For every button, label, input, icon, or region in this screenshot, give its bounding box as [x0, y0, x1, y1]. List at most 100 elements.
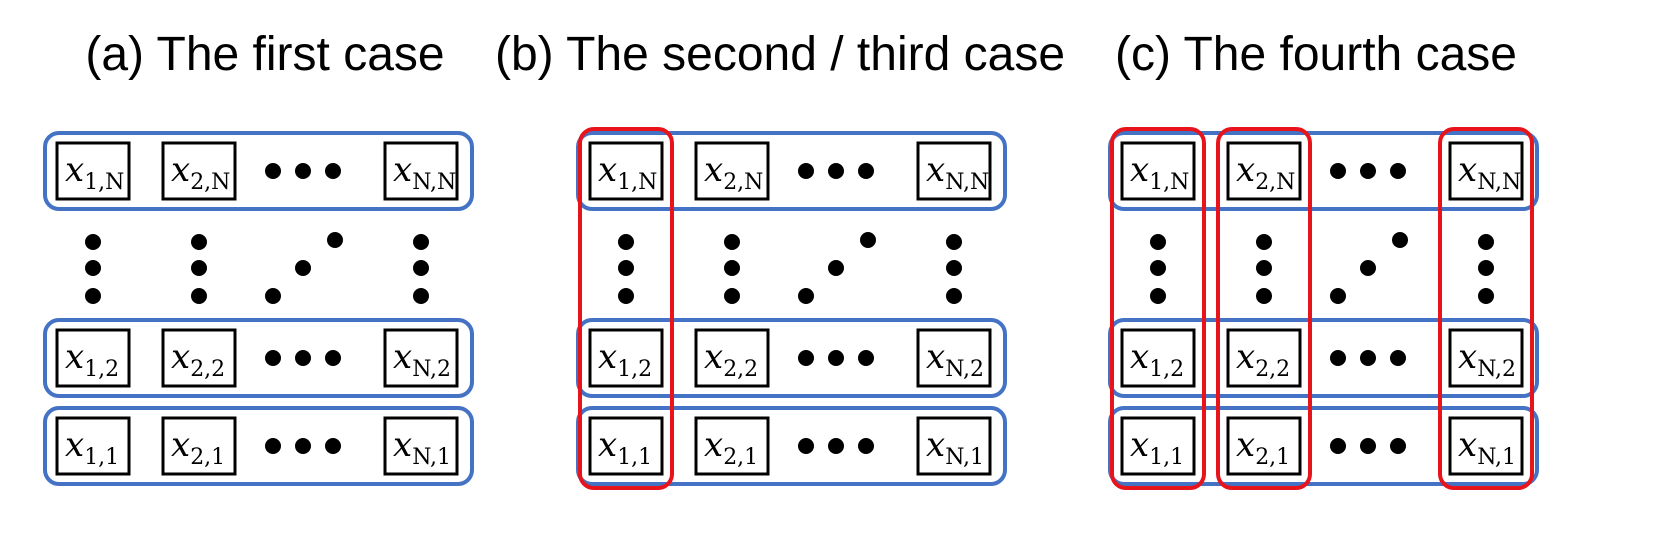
- svg-text:xN,1: xN,1: [926, 425, 984, 470]
- vertical-ellipsis-dot: [1478, 234, 1494, 250]
- ellipsis-dot: [265, 163, 281, 179]
- grid-cell: x2,1: [694, 416, 770, 476]
- vertical-ellipsis-dot: [413, 260, 429, 276]
- grid-cell: x1,N: [1120, 141, 1196, 201]
- row-group-outline: [43, 318, 474, 398]
- vertical-ellipsis-dot: [191, 260, 207, 276]
- vertical-ellipsis-dot: [946, 234, 962, 250]
- svg-text:xN,1: xN,1: [393, 425, 451, 470]
- panel-a: (a) The first case x1,N x2,N xN,N x1,2 x2,2 xN…: [43, 28, 474, 486]
- diagonal-ellipsis-dot: [265, 288, 281, 304]
- vertical-ellipsis-dot: [618, 234, 634, 250]
- diagonal-ellipsis-dot: [798, 288, 814, 304]
- vertical-ellipsis-dot: [1478, 288, 1494, 304]
- grid-cell: x1,1: [55, 416, 131, 476]
- grid-cell: x1,2: [55, 328, 131, 388]
- diagonal-ellipsis-dot: [828, 260, 844, 276]
- ellipsis-dot: [295, 163, 311, 179]
- panel-b: (b) The second / third case x1,N x2,N xN,N x…: [495, 28, 1065, 490]
- vertical-ellipsis-dot: [1478, 260, 1494, 276]
- panel-title: (b) The second / third case: [495, 28, 1065, 81]
- grid-cell: x2,N: [161, 141, 237, 201]
- vertical-ellipsis-dot: [1150, 288, 1166, 304]
- ellipsis-dot: [798, 163, 814, 179]
- vertical-ellipsis-dot: [413, 234, 429, 250]
- grid-cell: x2,N: [1226, 141, 1302, 201]
- svg-text:xN,N: xN,N: [1458, 150, 1521, 195]
- svg-text:x2,N: x2,N: [171, 150, 230, 195]
- vertical-ellipsis-dot: [413, 288, 429, 304]
- svg-text:x2,N: x2,N: [1236, 150, 1295, 195]
- column-group-outline: [1110, 127, 1206, 490]
- column-group-outline: [1216, 127, 1312, 490]
- svg-text:x2,1: x2,1: [171, 425, 225, 470]
- svg-text:x1,1: x1,1: [1130, 425, 1184, 470]
- panel-title: (a) The first case: [85, 28, 444, 81]
- svg-text:x1,1: x1,1: [65, 425, 119, 470]
- vertical-ellipsis-dot: [1150, 234, 1166, 250]
- grid-cell: xN,N: [916, 141, 992, 201]
- ellipsis-dot: [1330, 350, 1346, 366]
- diagonal-ellipsis-dot: [1330, 288, 1346, 304]
- ellipsis-dot: [295, 350, 311, 366]
- svg-text:x2,2: x2,2: [704, 337, 758, 382]
- svg-text:xN,1: xN,1: [1458, 425, 1516, 470]
- ellipsis-dot: [1390, 438, 1406, 454]
- vertical-ellipsis-dot: [724, 288, 740, 304]
- ellipsis-dot: [325, 438, 341, 454]
- grid-cell: x1,1: [1120, 416, 1196, 476]
- vertical-ellipsis-dot: [85, 288, 101, 304]
- diagonal-ellipsis-dot: [860, 232, 876, 248]
- svg-text:x1,N: x1,N: [65, 150, 124, 195]
- vertical-ellipsis-dot: [724, 260, 740, 276]
- svg-text:xN,N: xN,N: [926, 150, 989, 195]
- grid-cell: xN,1: [383, 416, 459, 476]
- diagonal-ellipsis-dot: [295, 260, 311, 276]
- ellipsis-dot: [1330, 163, 1346, 179]
- ellipsis-dot: [1360, 350, 1376, 366]
- grid-cell: xN,1: [916, 416, 992, 476]
- ellipsis-dot: [1390, 163, 1406, 179]
- ellipsis-dot: [828, 350, 844, 366]
- diagonal-ellipsis-dot: [327, 232, 343, 248]
- ellipsis-dot: [325, 350, 341, 366]
- grid-cell: xN,2: [1448, 328, 1524, 388]
- grid-cell: x1,2: [1120, 328, 1196, 388]
- vertical-ellipsis-dot: [946, 288, 962, 304]
- ellipsis-dot: [828, 438, 844, 454]
- grid-cell: x2,2: [161, 328, 237, 388]
- grid-cell: xN,N: [383, 141, 459, 201]
- svg-text:x2,N: x2,N: [704, 150, 763, 195]
- svg-text:xN,2: xN,2: [1458, 337, 1516, 382]
- diagonal-ellipsis-dot: [1360, 260, 1376, 276]
- ellipsis-dot: [265, 438, 281, 454]
- row-group-outline: [43, 131, 474, 211]
- grid-cell: x1,N: [55, 141, 131, 201]
- row-group-outline: [43, 406, 474, 486]
- vertical-ellipsis-dot: [85, 260, 101, 276]
- svg-text:x1,2: x1,2: [65, 337, 119, 382]
- svg-text:xN,N: xN,N: [393, 150, 456, 195]
- ellipsis-dot: [828, 163, 844, 179]
- vertical-ellipsis-dot: [1256, 260, 1272, 276]
- grid-cell: xN,N: [1448, 141, 1524, 201]
- svg-text:x1,N: x1,N: [598, 150, 657, 195]
- column-group-outline: [578, 127, 674, 490]
- svg-text:x1,2: x1,2: [1130, 337, 1184, 382]
- column-group-outline: [1438, 127, 1534, 490]
- vertical-ellipsis-dot: [1150, 260, 1166, 276]
- ellipsis-dot: [265, 350, 281, 366]
- svg-text:x1,N: x1,N: [1130, 150, 1189, 195]
- ellipsis-dot: [858, 350, 874, 366]
- vertical-ellipsis-dot: [1256, 288, 1272, 304]
- ellipsis-dot: [858, 163, 874, 179]
- diagonal-ellipsis-dot: [1392, 232, 1408, 248]
- ellipsis-dot: [798, 350, 814, 366]
- grid-cell: x1,1: [588, 416, 664, 476]
- svg-text:x1,2: x1,2: [598, 337, 652, 382]
- svg-text:x2,1: x2,1: [1236, 425, 1290, 470]
- ellipsis-dot: [1360, 163, 1376, 179]
- grid-cell: xN,1: [1448, 416, 1524, 476]
